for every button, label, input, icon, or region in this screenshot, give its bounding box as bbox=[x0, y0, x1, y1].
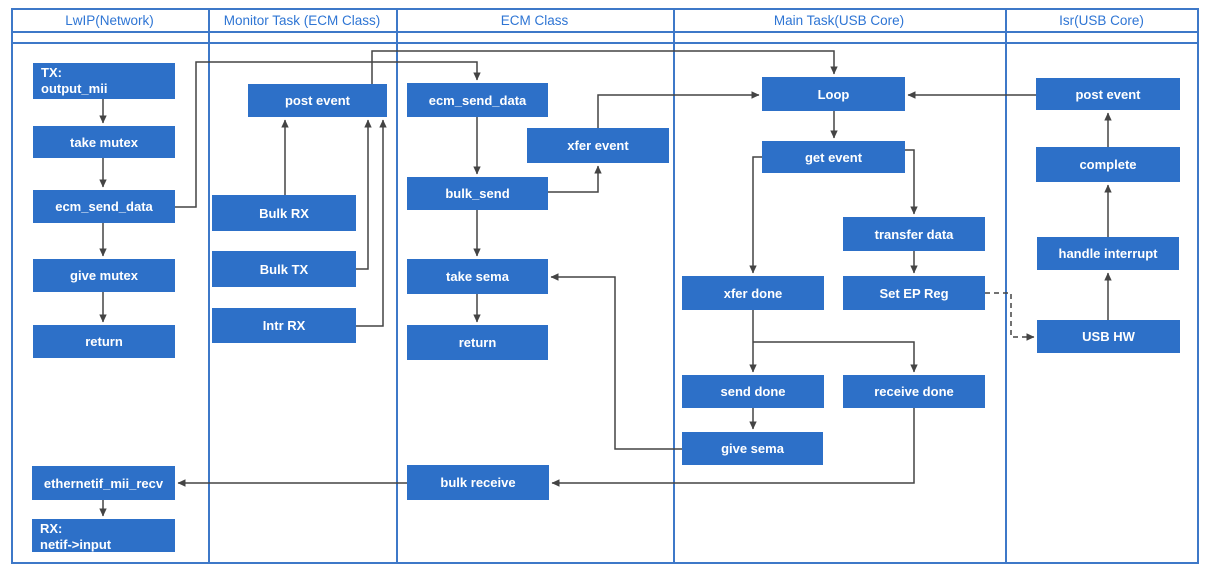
node-return-lwip: return bbox=[33, 325, 175, 358]
node-set-ep-reg: Set EP Reg bbox=[843, 276, 985, 310]
node-give-mutex: give mutex bbox=[33, 259, 175, 292]
node-ecm-send-data-ecm: ecm_send_data bbox=[407, 83, 548, 117]
header-separator bbox=[11, 31, 1199, 33]
node-bulk-tx: Bulk TX bbox=[212, 251, 356, 287]
lane-title-lwip: LwIP(Network) bbox=[65, 13, 154, 28]
node-bulk-rx: Bulk RX bbox=[212, 195, 356, 231]
node-receive-done: receive done bbox=[843, 375, 985, 408]
node-take-mutex: take mutex bbox=[33, 126, 175, 158]
lane-title-isr: Isr(USB Core) bbox=[1059, 13, 1144, 28]
node-xfer-done: xfer done bbox=[682, 276, 824, 310]
node-bulk-send: bulk_send bbox=[407, 177, 548, 210]
node-bulk-receive: bulk receive bbox=[407, 465, 549, 500]
node-take-sema: take sema bbox=[407, 259, 548, 294]
node-ecm-send-data-lwip: ecm_send_data bbox=[33, 190, 175, 223]
node-ethernetif-mii-recv: ethernetif_mii_recv bbox=[32, 466, 175, 500]
lane-title-ecm-class: ECM Class bbox=[500, 13, 569, 28]
header-subrow-line bbox=[11, 42, 1199, 44]
node-usb-hw: USB HW bbox=[1037, 320, 1180, 353]
node-complete: complete bbox=[1036, 147, 1180, 182]
node-xfer-event: xfer event bbox=[527, 128, 669, 163]
node-transfer-data: transfer data bbox=[843, 217, 985, 251]
node-get-event: get event bbox=[762, 141, 905, 173]
node-loop: Loop bbox=[762, 77, 905, 111]
node-intr-rx: Intr RX bbox=[212, 308, 356, 343]
diagram-frame bbox=[11, 8, 1199, 564]
lane-title-main-task: Main Task(USB Core) bbox=[773, 13, 905, 28]
lane-divider-1 bbox=[208, 8, 210, 564]
node-send-done: send done bbox=[682, 375, 824, 408]
node-post-event-monitor: post event bbox=[248, 84, 387, 117]
node-post-event-isr: post event bbox=[1036, 78, 1180, 110]
lane-title-monitor-task: Monitor Task (ECM Class) bbox=[223, 13, 381, 28]
node-rx-netif-input: RX: netif->input bbox=[32, 519, 175, 552]
lane-divider-4 bbox=[1005, 8, 1007, 564]
node-handle-interrupt: handle interrupt bbox=[1037, 237, 1179, 270]
node-give-sema: give sema bbox=[682, 432, 823, 465]
lane-divider-2 bbox=[396, 8, 398, 564]
node-tx-output-mii: TX: output_mii bbox=[33, 63, 175, 99]
node-return-ecm: return bbox=[407, 325, 548, 360]
lane-divider-3 bbox=[673, 8, 675, 564]
